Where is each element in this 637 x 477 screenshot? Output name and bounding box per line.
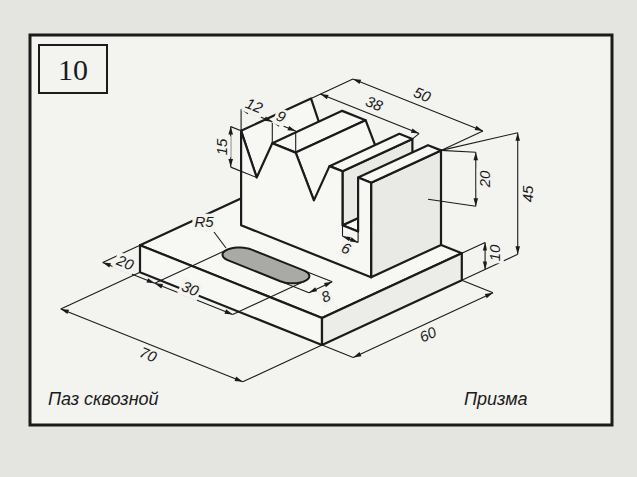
dimension-value: 15: [213, 137, 230, 158]
extension-line: [280, 281, 309, 292]
block-face: [358, 145, 441, 183]
extension-line: [231, 127, 241, 131]
base-front: [140, 245, 322, 345]
extension-line: [231, 167, 257, 177]
arrowhead: [228, 159, 233, 167]
extension-line: [311, 79, 353, 98]
leader-line: [214, 232, 226, 248]
extension-line: [295, 131, 296, 153]
caption-text: Паз сквозной: [46, 390, 161, 410]
extension-line: [61, 272, 140, 309]
extension-line: [272, 122, 273, 144]
block-front: [241, 131, 371, 278]
part-outline: [140, 98, 462, 345]
extension-line: [243, 345, 322, 382]
card-number: 10: [58, 53, 88, 86]
extension-line: [412, 134, 419, 139]
dimension-line: [61, 309, 243, 382]
arrowhead: [411, 128, 419, 133]
extension-line: [322, 345, 353, 357]
extension-line: [441, 150, 476, 152]
dimension-value: 20: [477, 169, 494, 190]
extension-line: [428, 199, 476, 206]
drawing-frame: [30, 35, 612, 425]
extension-line: [462, 280, 493, 292]
arrowhead: [473, 198, 478, 206]
arrowhead: [353, 352, 361, 357]
arrowhead: [320, 94, 328, 99]
arrowhead: [485, 293, 493, 298]
arrowhead: [515, 246, 520, 254]
caption-text: Призма: [462, 390, 530, 410]
arrowhead: [475, 126, 483, 131]
extension-line: [342, 225, 343, 236]
extension-line: [441, 131, 483, 150]
dimension-value: 10: [487, 243, 504, 264]
arrowhead: [234, 377, 242, 382]
dimension-value: 45: [519, 183, 536, 204]
arrowhead: [515, 133, 520, 141]
dimension-value: R5: [192, 214, 215, 231]
number-box: 10: [38, 44, 108, 94]
arrowhead: [353, 79, 361, 84]
dimension-line: [517, 133, 518, 255]
extension-line: [441, 133, 518, 151]
dimension-line: [353, 293, 493, 358]
extension-line: [304, 270, 333, 281]
extension-line: [358, 232, 359, 243]
arrowhead: [264, 117, 272, 122]
arrowhead: [61, 309, 69, 314]
arrowhead: [103, 262, 111, 267]
extension-line: [462, 242, 485, 253]
arrowhead: [228, 127, 233, 135]
arrowhead: [155, 283, 163, 288]
extension-line: [155, 250, 227, 283]
arrowhead: [224, 309, 232, 314]
dimension-lines: [61, 79, 520, 382]
dimension-line: [353, 79, 483, 131]
arrowhead: [146, 278, 154, 283]
extension-line: [241, 109, 242, 131]
arrowhead: [287, 126, 295, 131]
through-slot: [223, 248, 310, 284]
arrowhead: [473, 152, 478, 160]
extension-line: [233, 281, 305, 314]
